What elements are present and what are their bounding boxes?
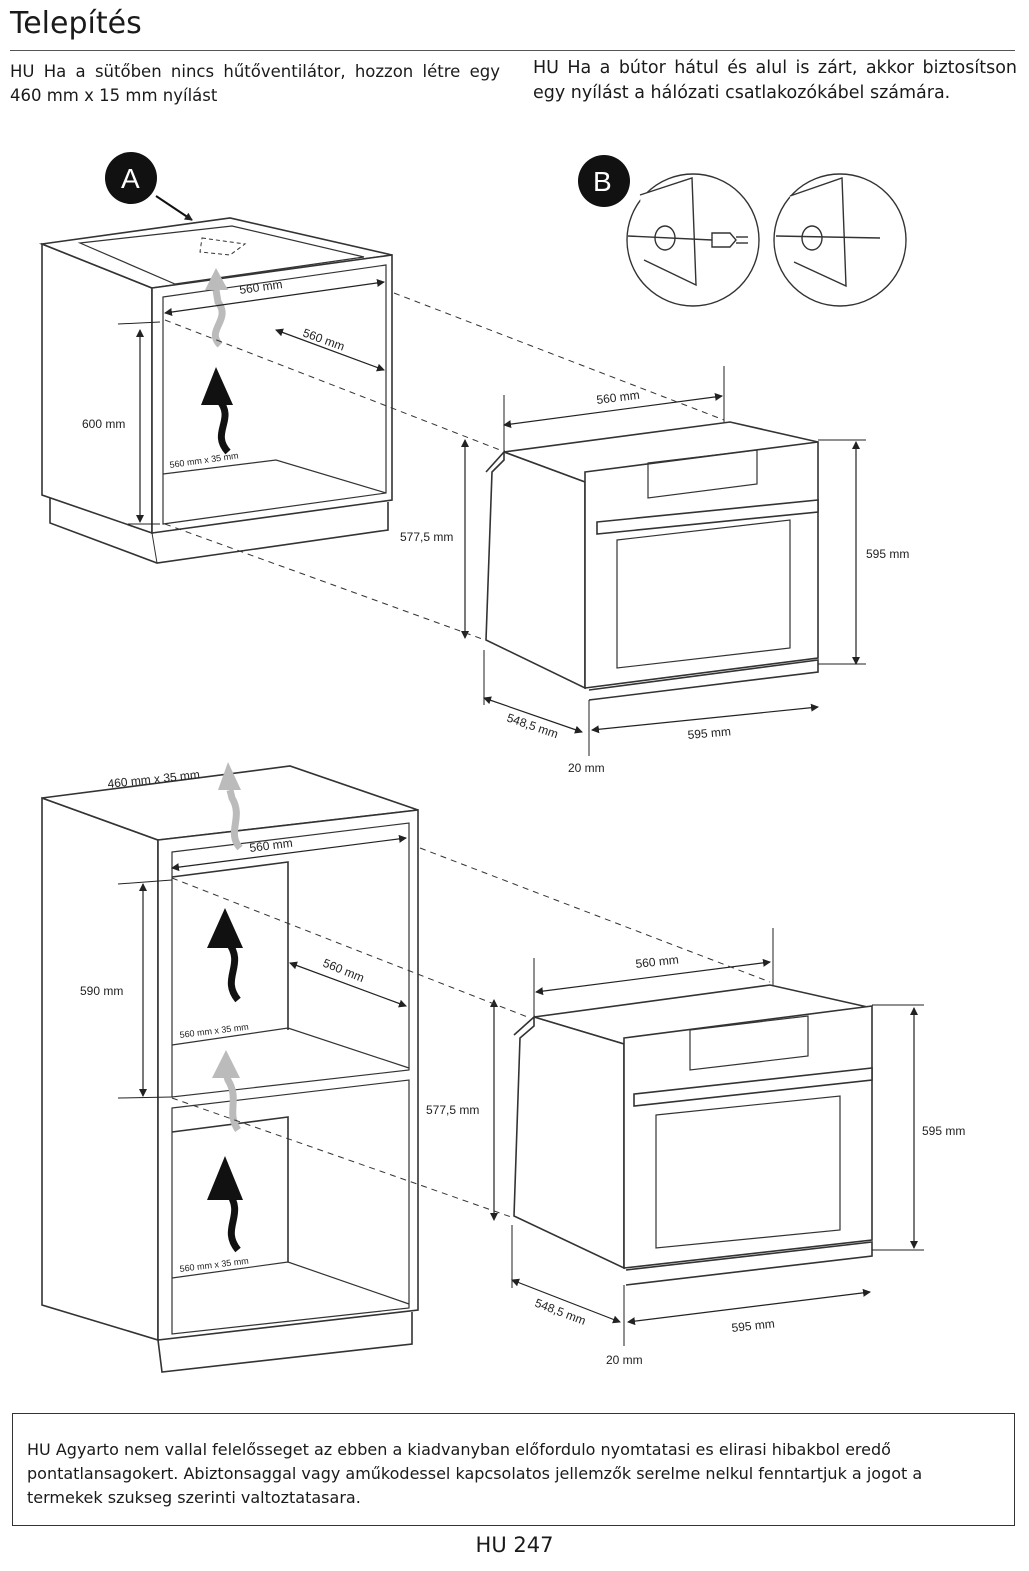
oven1-front-height-label: 595 mm [866,547,909,561]
oven2-body-height-label: 577,5 mm [426,1103,479,1117]
oven1-front-width-label: 595 mm [687,724,731,742]
disclaimer-text: Agyarto nem vallal felelősseget az ebben… [27,1440,923,1507]
disclaimer-lang: HU [27,1440,51,1459]
note-cable-opening: HU Ha a bútor hátul és alul is zárt, akk… [533,56,1017,106]
title-divider [10,50,1015,51]
cabinet2-dimension-lines [117,834,407,1099]
airflow-arrows-2 [207,762,243,1253]
oven-2 [513,984,873,1286]
page-number: HU 247 [475,1533,554,1557]
oven2-front-thickness-label: 20 mm [606,1353,643,1367]
cab2-height-label: 590 mm [80,984,123,998]
cable-through-detail [773,173,907,307]
oven-1 [485,421,819,701]
note-ventilation-lang: HU [10,62,35,81]
badge-b-letter: B [593,166,612,197]
cab1-height-label: 600 mm [82,417,125,431]
badge-a-letter: A [121,163,140,194]
installation-diagram: 560 mm 560 mm 600 mm 560 mm x 35 mm A B [38,152,965,1373]
cable-plug-detail [626,173,760,307]
oven2-depth-label: 548,5 mm [533,1296,588,1328]
cab1-width-label: 560 mm [238,277,283,297]
oven1-width-top-label: 560 mm [596,388,641,407]
page-title: Telepítés [10,6,142,41]
cabinet1-dimension-lines [117,279,385,525]
badge-a: A [105,152,193,221]
oven2-width-top-label: 560 mm [635,953,680,971]
cabinet-under-counter [38,217,393,564]
cab2-width-label: 560 mm [249,836,294,855]
badge-b: B [578,155,630,207]
disclaimer-box: HU Agyarto nem vallal felelősseget az eb… [12,1413,1015,1526]
note-ventilation-text: Ha a sütőben nincs hűtőventilátor, hozzo… [10,62,500,105]
projection-lines-2 [171,847,771,1219]
projection-lines-1 [164,292,725,641]
note-cable-lang: HU [533,58,559,78]
oven1-front-thickness-label: 20 mm [568,761,605,775]
oven2-front-height-label: 595 mm [922,1124,965,1138]
oven1-dimension-lines [461,366,866,756]
oven2-front-width-label: 595 mm [731,1317,776,1335]
oven1-body-height-label: 577,5 mm [400,530,453,544]
note-cable-text: Ha a bútor hátul és alul is zárt, akkor … [533,58,1017,103]
note-ventilation: HU Ha a sütőben nincs hűtőventilátor, ho… [10,60,500,108]
